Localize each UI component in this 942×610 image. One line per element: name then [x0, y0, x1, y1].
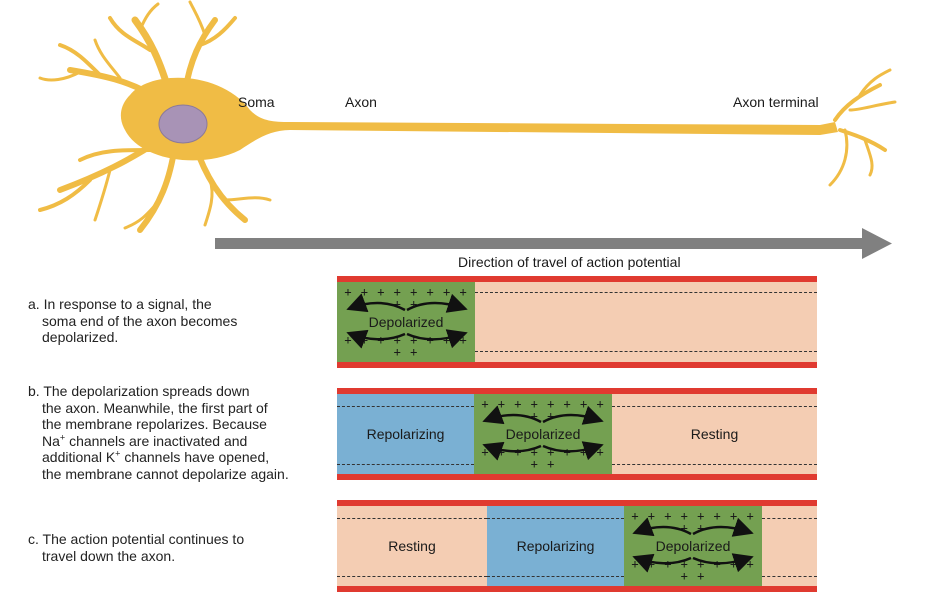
step-c-text: c. The action potential continues to tra…	[28, 531, 358, 564]
potassium-charge: +	[115, 448, 121, 459]
direction-label: Direction of travel of action potential	[458, 254, 681, 270]
depolarized-zone: + + + + + + + + + + Depolarized + + + + …	[337, 282, 475, 362]
repolarizing-dashes-top	[337, 406, 474, 407]
sodium-charge: +	[59, 431, 66, 442]
repolarizing-dashes-top	[487, 518, 624, 519]
resting-dashes-top	[337, 518, 487, 519]
axon-segment-b: Repolarizing + + + + + + + + + + Depolar…	[337, 388, 817, 480]
neuron-illustration	[38, 0, 897, 259]
membrane-top	[337, 500, 817, 506]
sodium-symbol: Na	[42, 432, 60, 449]
positive-charges-bottom: + + + + + + + + + +	[631, 557, 755, 583]
resting-dashes-bottom	[612, 464, 817, 465]
axon-segment-c: Resting Repolarizing + + + + + + + + + +…	[337, 500, 817, 592]
membrane-top	[337, 276, 817, 282]
repolarizing-label: Repolarizing	[366, 426, 445, 442]
step-b-text: b. The depolarization spreads down the a…	[28, 383, 358, 482]
membrane-top	[337, 388, 817, 394]
current-arrows	[346, 293, 468, 349]
axon-terminal-label: Axon terminal	[733, 94, 819, 110]
potassium-symbol: K	[105, 449, 116, 465]
step-b-line-6: the membrane cannot depolarize again.	[42, 465, 289, 482]
positive-charges-bottom: + + + + + + + + + +	[481, 445, 605, 471]
positive-charges-bottom: + + + + + + + + + +	[344, 333, 468, 359]
step-c-line-2: travel down the axon.	[42, 547, 176, 564]
repolarizing-zone: Repolarizing	[337, 394, 474, 474]
repolarizing-zone: Repolarizing	[487, 506, 624, 586]
axon-label: Axon	[345, 94, 377, 110]
step-b-line-2: the axon. Meanwhile, the first part of	[42, 399, 268, 416]
membrane-bottom	[337, 362, 817, 368]
current-arrows	[482, 405, 604, 461]
resting-dashes-bottom	[337, 576, 487, 577]
resting-dashes-top	[475, 292, 817, 293]
title-fragment	[120, 0, 129, 15]
resting-zone-end	[762, 506, 817, 586]
step-b-line-5: additional K+ channels have opened,	[28, 449, 358, 466]
step-a-line-2: soma end of the axon becomes	[42, 312, 238, 329]
current-arrows	[632, 517, 754, 573]
resting-label: Resting	[690, 426, 739, 442]
depolarized-label: Depolarized	[505, 426, 581, 442]
resting-dashes-bottom	[475, 351, 817, 352]
step-b-line-5-a: additional	[42, 449, 102, 465]
resting-zone: Resting	[612, 394, 817, 474]
step-a-line-3: depolarized.	[42, 329, 119, 345]
step-b-line-5-b: channels have opened,	[124, 449, 270, 465]
repolarizing-dashes-bottom	[337, 464, 474, 465]
axon-segment-a: + + + + + + + + + + Depolarized + + + + …	[337, 276, 817, 368]
soma-label: Soma	[238, 94, 275, 110]
step-b-line-3: the membrane repolarizes. Because	[42, 416, 267, 432]
step-b-line-4: Na+ channels are inactivated and	[28, 431, 358, 450]
repolarizing-label: Repolarizing	[516, 538, 595, 554]
resting-dashes-bottom	[762, 576, 817, 577]
depolarized-label: Depolarized	[655, 538, 731, 554]
resting-dashes-top	[762, 518, 817, 519]
depolarized-label: Depolarized	[368, 314, 444, 330]
resting-label: Resting	[388, 538, 436, 554]
membrane-bottom	[337, 586, 817, 592]
repolarizing-dashes-bottom	[487, 576, 624, 577]
step-b-line-1: b. The depolarization spreads down	[28, 383, 250, 399]
resting-dashes-top	[612, 406, 817, 407]
step-a-line-1: a. In response to a signal, the	[28, 296, 212, 312]
step-b-line-4-text: channels are inactivated and	[69, 432, 248, 449]
step-c-line-1: c. The action potential continues to	[28, 531, 245, 547]
membrane-bottom	[337, 474, 817, 480]
resting-zone: Resting	[337, 506, 487, 586]
step-a-text: a. In response to a signal, the soma end…	[28, 296, 358, 346]
